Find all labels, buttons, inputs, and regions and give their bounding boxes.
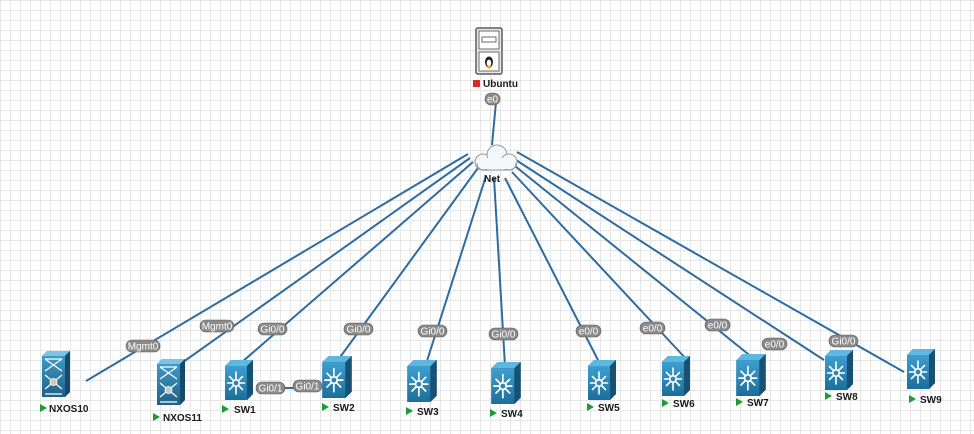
status-stopped-icon (473, 80, 480, 87)
port-label-nxos11-mgmt0: Mgmt0 (199, 319, 235, 333)
node-net[interactable]: Net (474, 144, 518, 185)
svg-text:e0/0: e0/0 (765, 340, 785, 351)
svg-text:Gi0/0: Gi0/0 (347, 325, 371, 336)
node-label: Ubuntu (483, 79, 518, 90)
node-sw1[interactable]: SW1 (222, 360, 256, 416)
port-label-sw1-gi01: Gi0/1 (255, 381, 286, 395)
node-sw9[interactable]: SW9 (905, 349, 942, 406)
cloud-icon (474, 144, 518, 171)
port-label-sw7-e00: e0/0 (704, 318, 731, 332)
node-label: SW8 (836, 392, 858, 403)
status-running-icon (825, 392, 832, 400)
svg-text:e0/0: e0/0 (643, 324, 663, 335)
node-sw5[interactable]: SW5 (586, 360, 620, 414)
node-nxos10[interactable]: NXOS10 (40, 351, 89, 415)
l3-switch-icon (586, 360, 618, 400)
l3-switch-icon (905, 349, 937, 389)
port-label-sw2-gi01: Gi0/1 (292, 379, 323, 393)
port-label-nxos10-mgmt0: Mgmt0 (125, 339, 161, 353)
node-label: SW1 (234, 405, 256, 416)
node-label: SW4 (501, 409, 523, 420)
l3-switch-icon (406, 360, 438, 402)
port-label-sw3-gi00: Gi0/0 (417, 324, 448, 338)
port-label-sw1-gi00: Gi0/0 (257, 322, 288, 336)
svg-text:e0: e0 (487, 95, 499, 106)
node-label: SW2 (333, 403, 355, 414)
svg-text:e0/0: e0/0 (708, 321, 728, 332)
svg-text:Mgmt0: Mgmt0 (202, 322, 233, 333)
port-label-ubuntu-e0: e0 (484, 92, 501, 106)
nexus-switch-icon (157, 359, 185, 405)
svg-text:Gi0/1: Gi0/1 (259, 384, 283, 395)
node-label: SW3 (417, 407, 439, 418)
link-ubuntu-net[interactable] (491, 101, 497, 146)
l3-switch-icon (490, 362, 522, 404)
port-label-sw4-gi00: Gi0/0 (488, 327, 519, 341)
svg-text:e0/0: e0/0 (579, 327, 599, 338)
l3-switch-icon (223, 360, 255, 400)
node-label: SW6 (673, 399, 695, 410)
node-sw7[interactable]: SW7 (735, 354, 769, 409)
svg-text:Gi0/0: Gi0/0 (492, 330, 516, 341)
svg-text:Gi0/0: Gi0/0 (261, 325, 285, 336)
node-label: NXOS11 (163, 413, 202, 424)
node-sw3[interactable]: SW3 (406, 360, 439, 418)
node-label: NXOS10 (49, 404, 89, 415)
node-ubuntu[interactable]: Ubuntu (473, 27, 518, 90)
status-running-icon (490, 409, 497, 417)
status-running-icon (153, 413, 160, 421)
nexus-switch-icon (42, 351, 70, 397)
status-running-icon (587, 403, 594, 411)
l3-switch-icon (823, 350, 855, 390)
l3-switch-icon (660, 356, 692, 396)
node-sw6[interactable]: SW6 (660, 356, 695, 410)
port-label-sw6-e00: e0/0 (639, 321, 666, 335)
port-label-sw2-gi00: Gi0/0 (343, 322, 374, 336)
node-label: Net (484, 174, 501, 185)
node-label: SW5 (598, 403, 620, 414)
status-running-icon (222, 405, 229, 413)
port-label-sw8-e00: e0/0 (761, 337, 788, 351)
svg-text:Gi0/1: Gi0/1 (296, 382, 320, 393)
node-label: SW9 (920, 395, 942, 406)
svg-text:Gi0/0: Gi0/0 (832, 337, 856, 348)
node-nxos11[interactable]: NXOS11 (153, 359, 202, 424)
port-label-sw9-gi00: Gi0/0 (828, 334, 859, 348)
port-label-sw5-e00: e0/0 (575, 324, 602, 338)
status-running-icon (322, 403, 329, 411)
node-sw4[interactable]: SW4 (490, 362, 523, 420)
l3-switch-icon (321, 356, 353, 398)
node-sw2[interactable]: SW2 (321, 356, 355, 414)
status-running-icon (662, 399, 669, 407)
node-sw8[interactable]: SW8 (823, 350, 858, 403)
status-running-icon (40, 404, 47, 412)
svg-text:Gi0/0: Gi0/0 (421, 327, 445, 338)
link-sw8-net[interactable] (515, 159, 825, 361)
svg-text:Mgmt0: Mgmt0 (128, 342, 159, 353)
status-running-icon (736, 398, 743, 406)
l3-switch-icon (735, 354, 767, 396)
status-running-icon (909, 395, 916, 403)
node-label: SW7 (747, 398, 769, 409)
server-icon (475, 27, 503, 75)
status-running-icon (406, 407, 413, 415)
link-nxos11-net[interactable] (171, 157, 471, 371)
